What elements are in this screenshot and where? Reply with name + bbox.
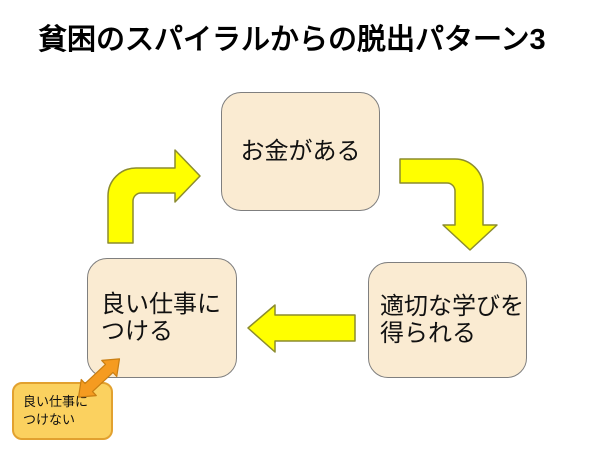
node-have-money: お金がある <box>221 92 380 211</box>
bent-arrow-down-icon <box>399 158 498 251</box>
node-no-good-job: 良い仕事に つけない <box>12 382 113 440</box>
node-have-money-label: お金がある <box>240 137 361 165</box>
double-arrow-icon <box>77 358 121 398</box>
node-good-job-label-line1: 良い仕事に <box>101 290 221 318</box>
node-get-learning-label-line1: 適切な学びを <box>380 292 524 320</box>
node-no-good-job-label-line2: つけない <box>23 412 76 427</box>
node-good-job-label-line2: つける <box>101 318 173 345</box>
node-no-good-job-label-line1: 良い仕事に <box>23 393 89 409</box>
slide-title: 貧困のスパイラルからの脱出パターン3 <box>38 24 546 56</box>
node-get-learning: 適切な学びを 得られる <box>368 262 527 378</box>
node-good-job: 良い仕事に つける <box>87 258 237 378</box>
left-arrow-icon <box>247 304 356 353</box>
node-get-learning-label-line2: 得られる <box>380 320 476 347</box>
bent-arrow-up-icon <box>107 149 201 244</box>
